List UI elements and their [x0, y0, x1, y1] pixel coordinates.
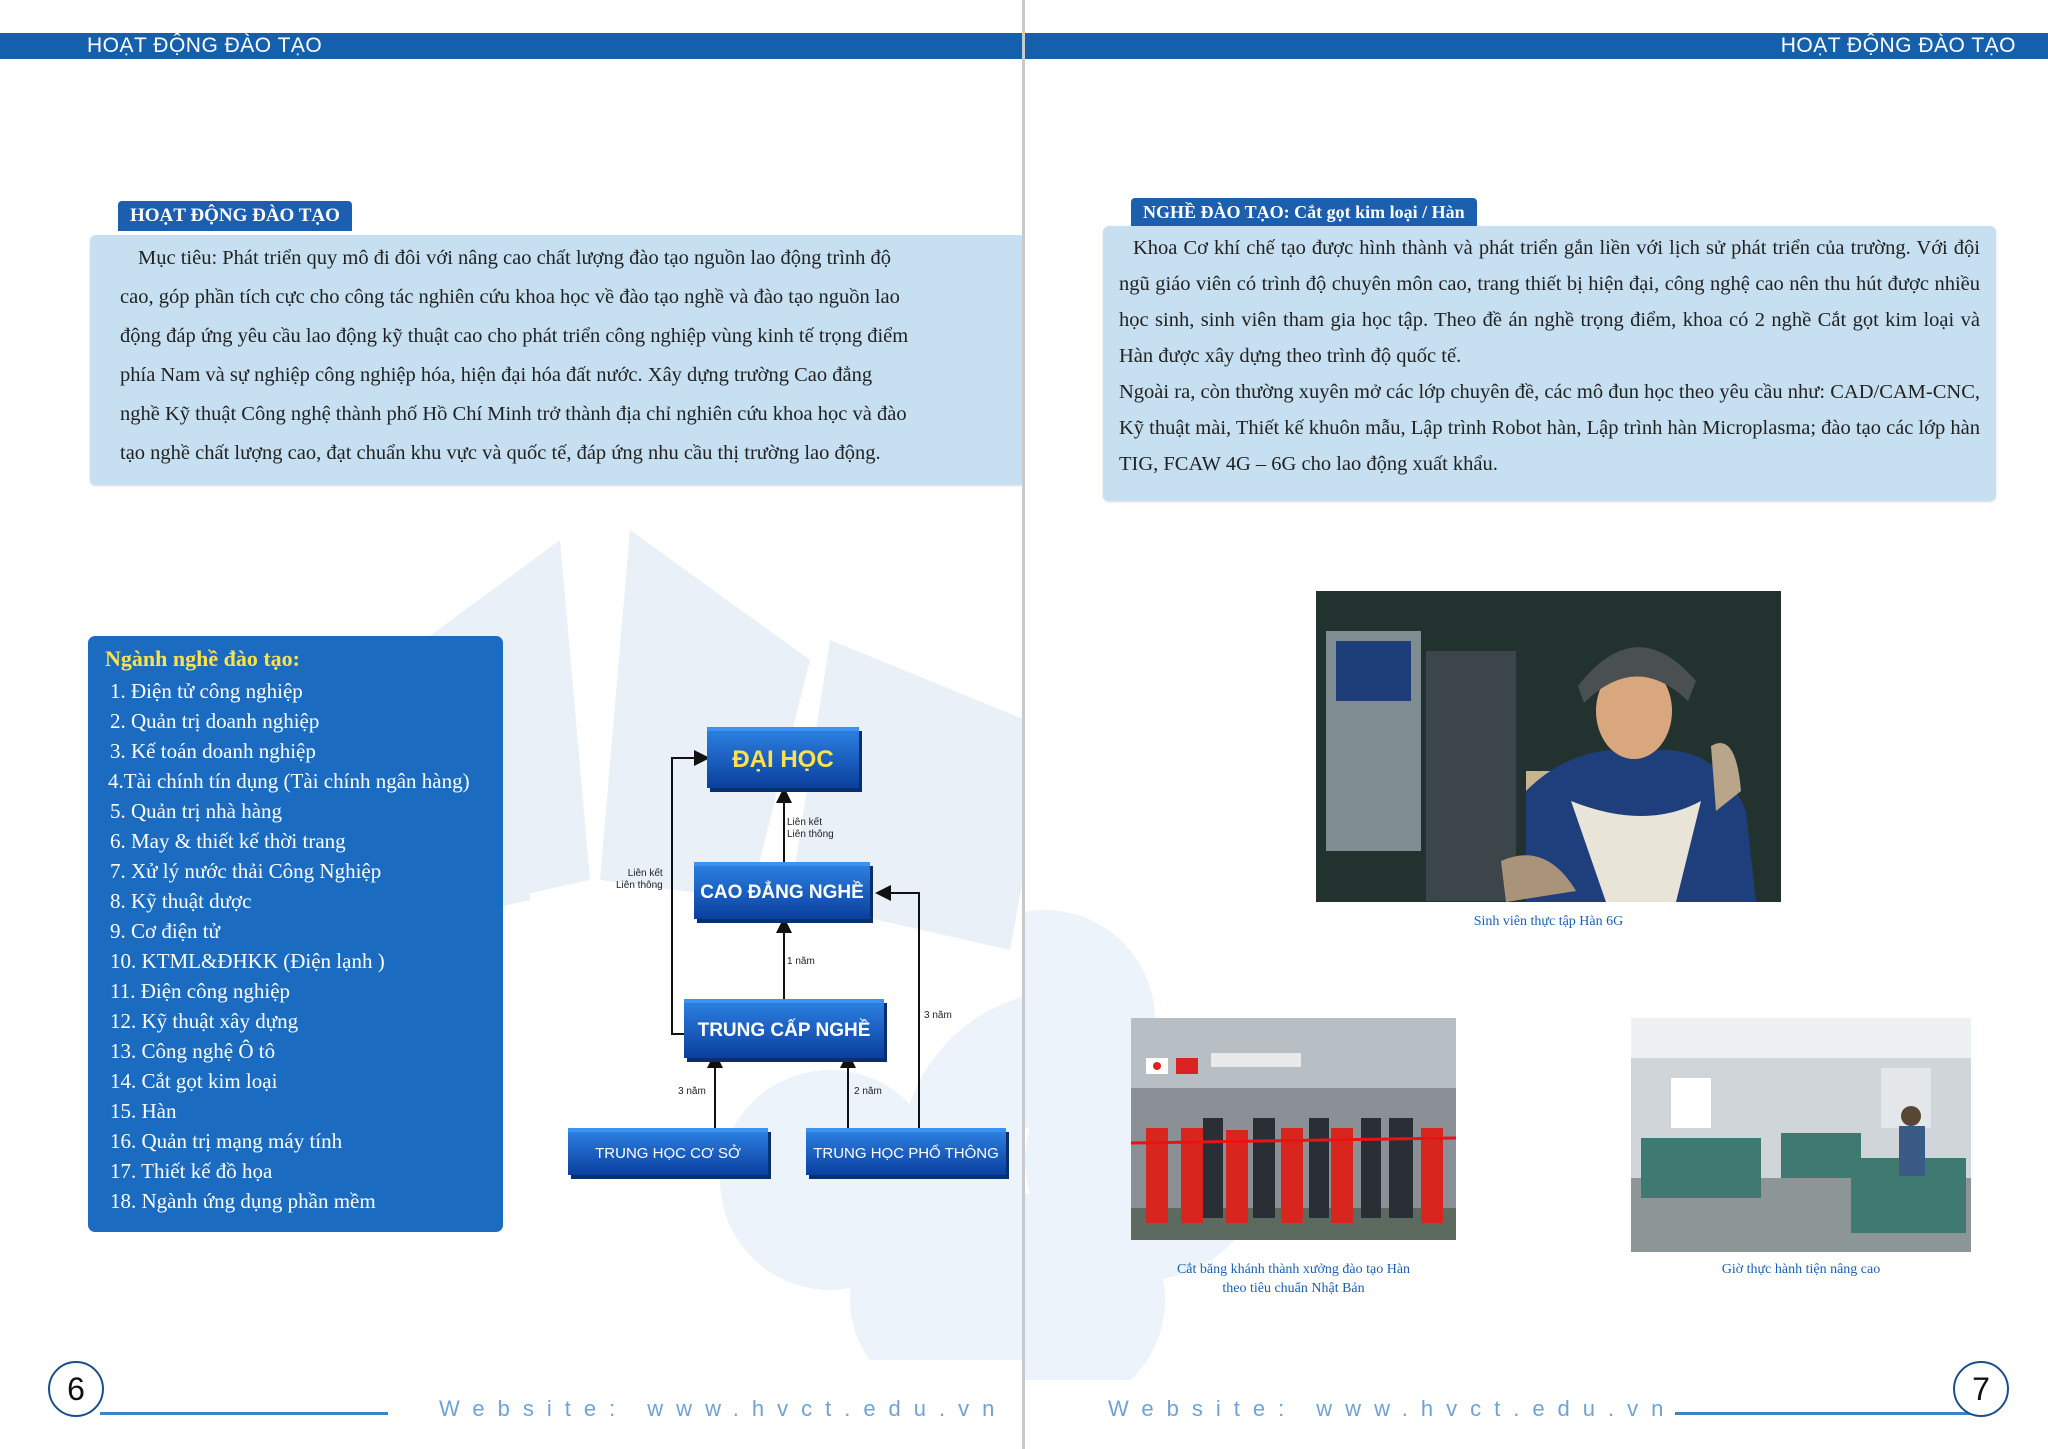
link-label-left-line2: Liên thông: [616, 880, 663, 891]
footer-url-left[interactable]: Website: www.hvct.edu.vn: [439, 1396, 1008, 1421]
major-item: 17. Thiết kế đồ họa: [110, 1159, 273, 1183]
label-one-year: 1 năm: [787, 956, 815, 967]
node-thpt: TRUNG HỌC PHỔ THÔNG: [806, 1128, 1006, 1175]
major-item: 4.Tài chính tín dụng (Tài chính ngân hàn…: [108, 769, 470, 793]
lathe-photo-caption: Giờ thực hành tiện nâng cao: [1721, 1262, 1881, 1277]
khoa-description: Khoa Cơ khí chế tạo được hình thành và p…: [1119, 237, 1980, 367]
major-item: 14. Cắt gọt kim loại: [110, 1069, 278, 1093]
right-description-box: Khoa Cơ khí chế tạo được hình thành và p…: [1103, 226, 1996, 501]
major-item: 15. Hàn: [110, 1099, 177, 1123]
page-number-right: 7: [1953, 1361, 2009, 1417]
label-three-years-thcs: 3 năm: [678, 1086, 706, 1097]
objective-line-1: Mục tiêu: Phát triển quy mô đi đôi với n…: [138, 247, 892, 269]
major-item: 11. Điện công nghiệp: [110, 979, 291, 1003]
major-item: 13. Công nghệ Ô tô: [110, 1039, 276, 1063]
node-trung-cap: TRUNG CẤP NGHỀ: [684, 999, 884, 1058]
ribbon-cutting-photo: [1131, 1018, 1456, 1240]
node-dai-hoc: ĐẠI HỌC: [707, 727, 859, 788]
footer-line-right: [1675, 1412, 1977, 1415]
major-item: 1. Điện tử công nghiệp: [110, 679, 303, 703]
objective-line-5: nghề Kỹ thuật Công nghệ thành phố Hồ Chí…: [120, 403, 907, 425]
ribbon-caption-line1: Cắt băng khánh thành xưởng đào tạo Hàn: [1176, 1262, 1411, 1277]
major-item: 3. Kế toán doanh nghiệp: [110, 739, 316, 763]
label-two-years: 2 năm: [854, 1086, 882, 1097]
objective-line-4: phía Nam và sự nghiệp công nghiệp hóa, h…: [120, 364, 873, 386]
welder-photo: [1316, 591, 1781, 902]
ribbon-caption-line2: theo tiêu chuẩn Nhật Bản: [1222, 1281, 1365, 1296]
major-item: 10. KTML&ĐHKK (Điện lạnh ): [110, 949, 385, 973]
node-cao-dang: CAO ĐẲNG NGHỀ: [694, 862, 870, 919]
link-label-left: Liên kết Liên thông: [616, 868, 663, 892]
objective-line-3: động đáp ứng yêu cầu lao động kỹ thuật c…: [120, 325, 909, 347]
label-three-years-thpt: 3 năm: [924, 1010, 952, 1021]
right-header-bar: HOẠT ĐỘNG ĐÀO TẠO: [1025, 33, 2048, 59]
majors-title: Ngành nghề đào tạo:: [105, 646, 300, 671]
left-objective-box: Mục tiêu: Phát triển quy mô đi đôi với n…: [90, 235, 1023, 485]
majors-box: Ngành nghề đào tạo: 1. Điện tử công nghi…: [88, 636, 503, 1232]
ribbon-cutting-caption: Cắt băng khánh thành xưởng đào tạo Hàn t…: [1131, 1260, 1456, 1298]
lathe-workshop-photo: [1631, 1018, 1971, 1252]
objective-line-2: cao, góp phần tích cực cho công tác nghi…: [120, 286, 900, 308]
right-page: HOẠT ĐỘNG ĐÀO TẠO NGHỀ ĐÀO TẠO: Cắt gọt …: [1025, 0, 2048, 1449]
left-page: HOẠT ĐỘNG ĐÀO TẠO HOẠT ĐỘNG ĐÀO TẠO Mục …: [0, 0, 1023, 1449]
left-section-label: HOẠT ĐỘNG ĐÀO TẠO: [118, 201, 352, 231]
major-item: 12. Kỹ thuật xây dựng: [110, 1009, 299, 1033]
right-section-label: NGHỀ ĐÀO TẠO: Cắt gọt kim loại / Hàn: [1131, 198, 1477, 226]
major-item: 18. Ngành ứng dụng phần mềm: [110, 1189, 376, 1213]
book-spine: [1022, 0, 1025, 1449]
link-label-left-line1: Liên kết: [627, 868, 663, 879]
link-label-upper: Liên kết Liên thông: [787, 817, 834, 841]
node-thcs: TRUNG HỌC CƠ SỞ: [568, 1128, 768, 1175]
pathway-arrows: [671, 750, 920, 1128]
link-label-upper-line1: Liên kết: [787, 817, 823, 828]
major-item: 8. Kỹ thuật dược: [110, 889, 252, 913]
major-item: 16. Quản trị mạng máy tính: [110, 1129, 343, 1153]
major-item: 2. Quản trị doanh nghiệp: [110, 709, 320, 733]
page-number-left: 6: [48, 1361, 104, 1417]
objective-line-6: tạo nghề chất lượng cao, đạt chuẩn khu v…: [120, 442, 881, 464]
link-label-upper-line2: Liên thông: [787, 829, 834, 840]
welder-photo-caption: Sinh viên thực tập Hàn 6G: [1473, 914, 1624, 929]
major-item: 9. Cơ điện tử: [110, 919, 220, 943]
major-item: 5. Quản trị nhà hàng: [110, 799, 283, 823]
footer-line-left: [100, 1412, 388, 1415]
major-item: 7. Xử lý nước thải Công Nghiệp: [110, 859, 382, 883]
right-header-title: HOẠT ĐỘNG ĐÀO TẠO: [1780, 34, 2016, 57]
left-header-title: HOẠT ĐỘNG ĐÀO TẠO: [87, 34, 323, 57]
footer-url-right[interactable]: Website: www.hvct.edu.vn: [1108, 1396, 1677, 1421]
left-header-bar: HOẠT ĐỘNG ĐÀO TẠO: [0, 33, 1023, 59]
majors-list: 1. Điện tử công nghiệp 2. Quản trị doanh…: [108, 676, 470, 1216]
major-item: 6. May & thiết kế thời trang: [110, 829, 346, 853]
extra-courses: Ngoài ra, còn thường xuyên mở các lớp ch…: [1119, 381, 1980, 475]
